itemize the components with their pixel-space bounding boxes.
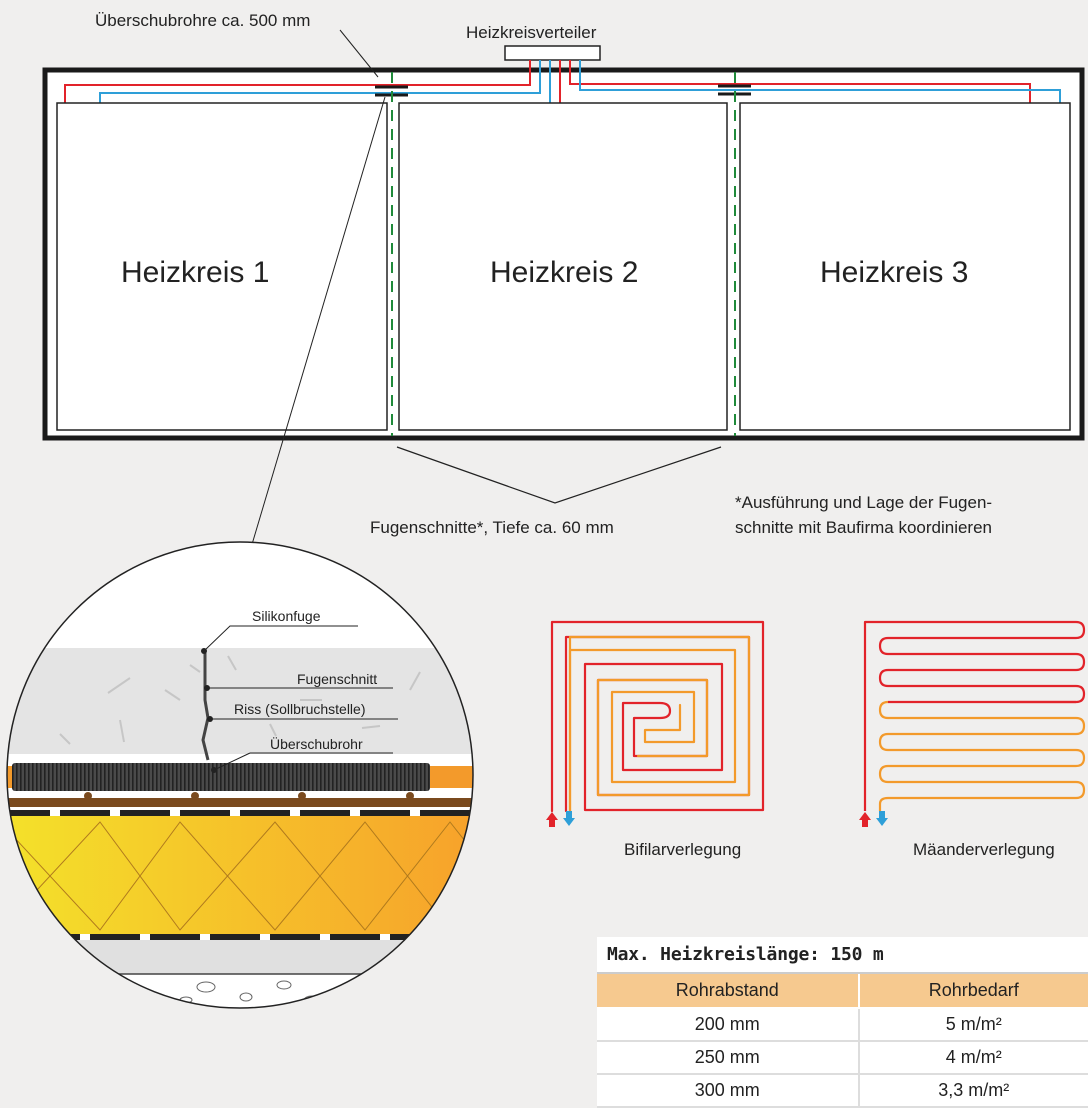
callout-silikonfuge: Silikonfuge xyxy=(252,608,321,624)
label-fugenschnitte: Fugenschnitte*, Tiefe ca. 60 mm xyxy=(370,518,614,537)
table-cell: 200 mm xyxy=(597,1008,860,1042)
table-cell: 300 mm xyxy=(597,1074,860,1108)
footnote-line-2: schnitte mit Baufirma koordinieren xyxy=(735,518,992,537)
meander-arrows xyxy=(859,811,888,827)
table-header-rohrbedarf: Rohrbedarf xyxy=(858,974,1088,1009)
circuit-label-2: Heizkreis 2 xyxy=(490,256,638,289)
table-row: 250 mm 4 m/m² xyxy=(597,1041,1088,1075)
joint-cuts xyxy=(391,72,736,436)
detail-leader xyxy=(241,96,386,579)
table-cell: 5 m/m² xyxy=(858,1008,1088,1042)
return-pipes xyxy=(99,60,1061,103)
table-row: 300 mm 3,3 m/m² xyxy=(597,1074,1088,1108)
bifilar-pattern xyxy=(550,620,765,813)
bifilar-arrows xyxy=(546,811,575,827)
circuit-area-2 xyxy=(398,102,728,431)
heizkreisverteiler-box xyxy=(504,45,601,61)
footnote-line-1: *Ausführung und Lage der Fugen- xyxy=(735,493,992,512)
callout-fugenschnitt: Fugenschnitt xyxy=(297,671,377,687)
leader-ueberschubrohre xyxy=(339,29,379,78)
circuit-area-3 xyxy=(739,102,1071,431)
circuit-label-1: Heizkreis 1 xyxy=(121,256,269,289)
supply-pipes xyxy=(64,60,1031,103)
label-bifilar: Bifilarverlegung xyxy=(624,840,741,859)
table-cell: 4 m/m² xyxy=(858,1041,1088,1075)
meander-pattern xyxy=(863,620,1086,811)
table-header-rohrabstand: Rohrabstand xyxy=(597,974,860,1009)
label-heizkreisverteiler: Heizkreisverteiler xyxy=(466,23,597,42)
table-cell: 3,3 m/m² xyxy=(858,1074,1088,1108)
bracket-fugenschnitte xyxy=(396,446,722,504)
callout-ueberschubrohr: Überschubrohr xyxy=(270,735,363,752)
circuit-label-3: Heizkreis 3 xyxy=(820,256,968,289)
table-title: Max. Heizkreislänge: 150 m xyxy=(597,937,1088,974)
detail-circle-outline xyxy=(6,541,474,1009)
label-ueberschubrohre: Überschubrohre ca. 500 mm xyxy=(95,11,310,30)
pipe-spec-table: Max. Heizkreislänge: 150 m Rohrabstand R… xyxy=(597,937,1088,1108)
table-cell: 250 mm xyxy=(597,1041,860,1075)
callout-riss: Riss (Sollbruchstelle) xyxy=(234,701,365,717)
circuit-area-1 xyxy=(56,102,388,431)
label-maeander: Mäanderverlegung xyxy=(913,840,1055,859)
table-row: 200 mm 5 m/m² xyxy=(597,1008,1088,1042)
